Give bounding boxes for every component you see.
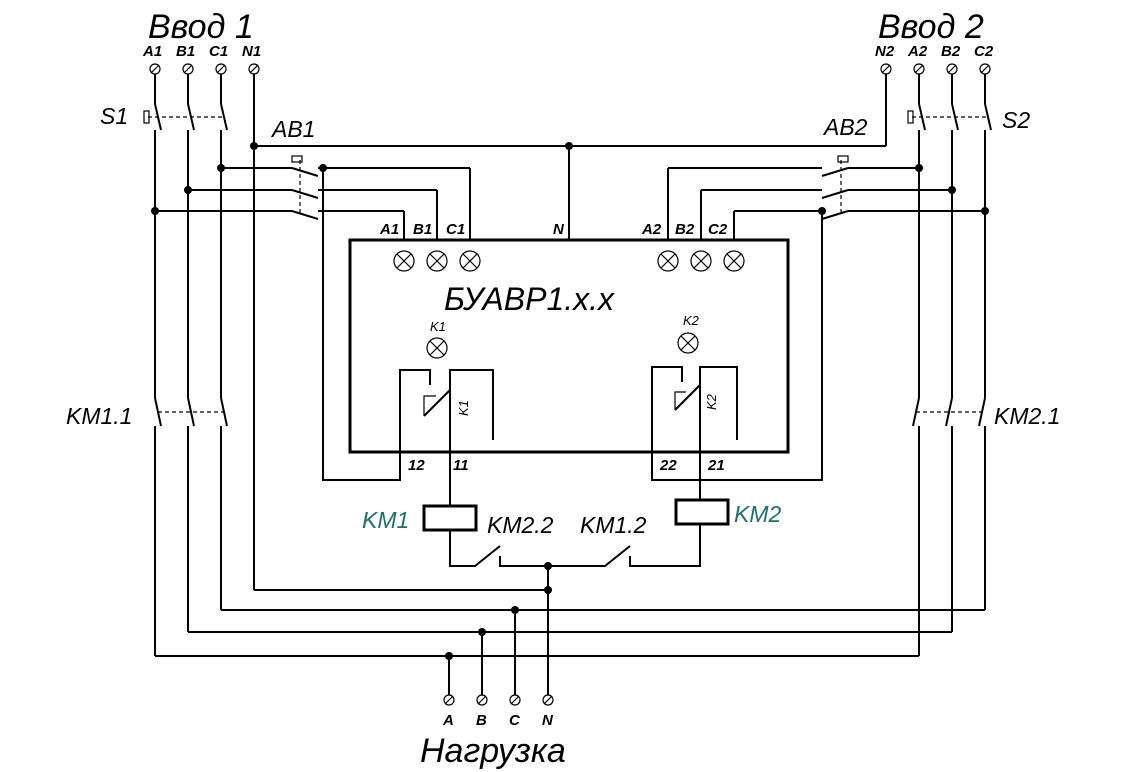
relay-k2-lamp-label: K2: [683, 313, 700, 328]
relay-k2-terminal-22: 22: [659, 457, 677, 474]
control-wiring: [322, 168, 823, 506]
relay-k1-label: K1: [456, 400, 471, 416]
relay-k2-label: K2: [704, 393, 719, 410]
load-terminal-b: B: [476, 712, 487, 729]
interlock-wiring: [449, 524, 701, 700]
junction-dot: [151, 207, 159, 215]
input1-terminal-symbols: [149, 63, 260, 75]
coil-km2: [674, 498, 730, 526]
neutral-bus: [254, 145, 886, 240]
junction-dot: [445, 652, 453, 660]
breaker-ab2: [667, 155, 985, 240]
contactor-km1-1-label: KM1.1: [66, 403, 132, 429]
input1-terminal-c1: C1: [209, 43, 228, 60]
junction-dot: [981, 207, 989, 215]
unit-input-b2: B2: [675, 221, 695, 238]
lamp-icon: [393, 250, 415, 272]
junction-dot: [948, 186, 956, 194]
breaker-ab1: [155, 155, 471, 240]
load-buses: [155, 589, 985, 698]
junction-dot: [184, 186, 192, 194]
relay-k2-contact: [651, 366, 738, 452]
lamp-icon: [426, 337, 448, 359]
input1-terminal-n1: N1: [242, 43, 261, 60]
load-title: Нагрузка: [420, 732, 566, 770]
switch-s2: [885, 74, 992, 398]
switch-s1: [143, 74, 255, 590]
unit-input-a2: A2: [641, 221, 662, 238]
load-terminal-symbols: [443, 694, 554, 706]
control-unit-name: БУАВР1.x.x: [444, 281, 615, 317]
junction-dot: [544, 586, 552, 594]
input2-terminal-c2: C2: [974, 43, 994, 60]
lamp-icon: [723, 250, 745, 272]
junction-dot: [478, 628, 486, 636]
interlock-km2-2-label: KM2.2: [487, 512, 554, 538]
switch-s2-label: S2: [1002, 107, 1030, 133]
lamp-icon: [657, 250, 679, 272]
relay-k1-terminal-12: 12: [408, 457, 425, 474]
coil-km1-label: KM1: [362, 507, 409, 533]
contactor-km1-1: [154, 397, 228, 656]
relay-k1-terminal-11: 11: [453, 457, 469, 474]
junction-dot: [250, 142, 258, 150]
relay-k2-terminal-21: 21: [707, 457, 725, 474]
load-terminal-n: N: [542, 712, 554, 729]
contactor-km2-1: [912, 397, 986, 656]
junction-dot: [217, 164, 225, 172]
input2-terminal-symbols: [880, 63, 991, 75]
lamp-icon: [459, 250, 481, 272]
contactor-km2-1-label: KM2.1: [994, 403, 1060, 429]
breaker-ab2-label: AB2: [822, 114, 868, 140]
lamp-icon: [426, 250, 448, 272]
input1-terminal-b1: B1: [176, 43, 195, 60]
unit-input-a1: A1: [379, 221, 399, 238]
unit-input-b1: B1: [413, 221, 432, 238]
coil-km1: [422, 504, 478, 532]
switch-s1-label: S1: [100, 103, 128, 129]
input2-title: Ввод 2: [878, 8, 984, 46]
junction-dot: [511, 606, 519, 614]
input2-terminal-n2: N2: [875, 43, 895, 60]
control-unit-box: [348, 238, 790, 454]
breaker-ab1-label: AB1: [270, 116, 315, 142]
load-terminal-c: C: [509, 712, 521, 729]
lamp-icon: [677, 332, 699, 354]
junction-dot: [544, 562, 552, 570]
lamp-icon: [690, 250, 712, 272]
input1-terminal-a1: A1: [142, 43, 162, 60]
unit-input-c2: C2: [708, 221, 728, 238]
junction-dot: [565, 142, 573, 150]
unit-input-n: N: [553, 221, 565, 238]
junction-dot: [818, 207, 826, 215]
input2-terminal-a2: A2: [907, 43, 928, 60]
load-terminal-a: A: [442, 712, 454, 729]
input1-title: Ввод 1: [148, 8, 254, 46]
phase-indicator-lamps: [393, 250, 745, 272]
relay-k1-contact: [399, 369, 494, 452]
relay-k1-lamp-label: K1: [430, 319, 446, 334]
coil-km2-label: KM2: [734, 501, 782, 527]
unit-input-c1: C1: [446, 221, 465, 238]
junction-dot: [915, 164, 923, 172]
interlock-km1-2-label: KM1.2: [580, 512, 647, 538]
input2-terminal-b2: B2: [941, 43, 961, 60]
junction-dot: [319, 164, 327, 172]
